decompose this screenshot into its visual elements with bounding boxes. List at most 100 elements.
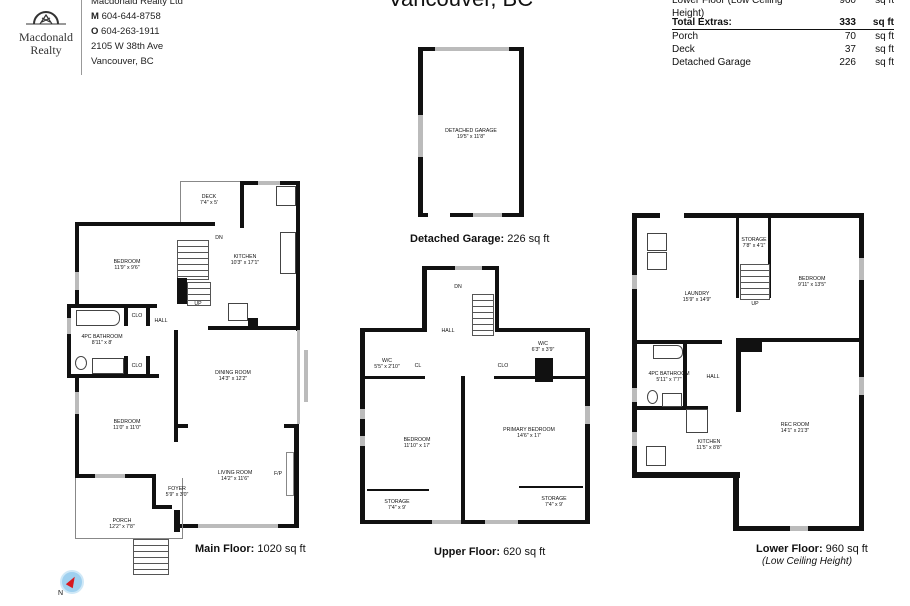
summary-total-extras: Total Extras: 333 sq ft (672, 17, 894, 30)
wall (177, 278, 187, 304)
garage-caption: Detached Garage: 226 sq ft (410, 233, 550, 245)
room-label: HALL (706, 374, 720, 380)
upper-floor-caption: Upper Floor: 620 sq ft (434, 546, 546, 558)
mobile-phone: 604-644-8758 (101, 11, 161, 22)
bay-window (297, 330, 300, 424)
window (67, 318, 71, 334)
wall (124, 356, 128, 378)
wall (736, 338, 762, 352)
page-title: Vancouver, BC (388, 0, 533, 12)
garage-door (435, 47, 509, 51)
stairs-up (187, 282, 211, 306)
washer-fixture (647, 233, 667, 251)
wall (248, 318, 258, 328)
toilet-fixture (75, 356, 87, 370)
address-line-2: Vancouver, BC (91, 56, 154, 67)
area-summary-table: Lower Floor (Low Ceiling Height) 960 sq … (672, 0, 894, 69)
office-label: O (91, 26, 99, 37)
company-name: Macdonald Realty Ltd (91, 0, 183, 7)
wall (146, 304, 150, 326)
room-label: UP (751, 301, 759, 307)
wall (683, 340, 687, 408)
room-label: HALL (154, 318, 168, 324)
wall (632, 340, 722, 344)
wall (67, 304, 157, 308)
stairs-down (472, 294, 494, 336)
logo-line-2: Realty (30, 43, 62, 57)
wall (208, 326, 300, 330)
wall (736, 338, 741, 412)
north-compass-icon (60, 570, 84, 594)
wall (736, 218, 739, 298)
vanity-fixture (92, 358, 124, 374)
wall (174, 330, 178, 442)
window (859, 258, 864, 280)
sink-counter-fixture (280, 232, 296, 274)
window (432, 520, 462, 524)
wall (422, 266, 427, 330)
wall (152, 474, 156, 508)
brand-logo: Macdonald Realty (10, 10, 82, 57)
wall (174, 510, 180, 532)
window (198, 524, 278, 528)
wall (360, 520, 590, 524)
bay-window (304, 350, 308, 402)
window (790, 526, 808, 531)
summary-row-deck: Deck 37 sq ft (672, 44, 894, 55)
wall (152, 505, 172, 509)
fridge-fixture (276, 186, 296, 206)
wall (495, 328, 589, 332)
wall (632, 213, 660, 218)
stairs-down (177, 240, 209, 280)
wall (367, 489, 429, 491)
wall (632, 406, 708, 410)
wall (75, 222, 215, 226)
header-divider (81, 0, 82, 75)
room-label: HALL (441, 328, 455, 334)
summary-row-porch: Porch 70 sq ft (672, 31, 894, 42)
wall (75, 222, 79, 306)
fireplace (286, 452, 294, 496)
wall (519, 486, 583, 488)
room-label: CLO (131, 363, 143, 369)
contact-block: Macdonald Realty Ltd M 604-644-8758 O 60… (91, 0, 183, 69)
window (95, 474, 125, 478)
window (455, 266, 482, 270)
vanity-fixture (662, 393, 682, 407)
main-floor-caption: Main Floor: 1020 sq ft (195, 543, 306, 555)
stove-fixture (228, 303, 248, 321)
wall (736, 338, 864, 342)
room-label: F/P (273, 471, 283, 477)
wall (67, 374, 159, 378)
wall (733, 472, 739, 530)
stove-fixture (646, 446, 666, 466)
stairs-up (740, 264, 770, 300)
fridge-fixture (686, 409, 708, 433)
room-label: DN (215, 235, 223, 241)
window (632, 432, 637, 446)
window (632, 388, 637, 402)
mobile-label: M (91, 11, 99, 22)
window (485, 520, 518, 524)
wall (240, 181, 244, 228)
